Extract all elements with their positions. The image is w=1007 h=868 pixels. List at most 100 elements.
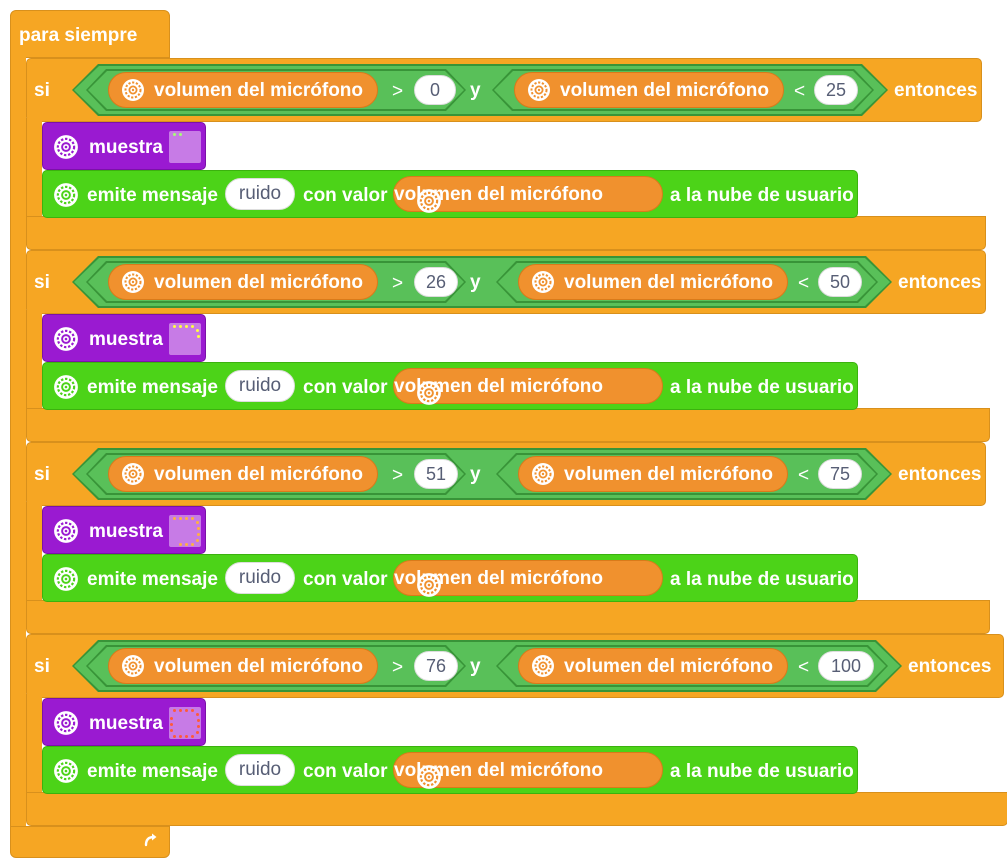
led-dot <box>173 133 176 136</box>
led-dot <box>196 713 199 716</box>
with-value-label: con valor <box>303 761 388 782</box>
sensor-gear-icon <box>121 462 145 486</box>
sensor-gear-icon <box>531 270 555 294</box>
upper-bound-input[interactable]: 25 <box>814 75 858 105</box>
mic-volume-reporter[interactable]: volumen del micrófono <box>514 72 784 108</box>
led-dot <box>185 543 188 546</box>
cloud-gear-icon <box>53 374 79 400</box>
cloud-label: a la nube de usuario <box>670 377 854 398</box>
reporter-label: volumen del micrófono <box>394 375 604 397</box>
then-label: entonces <box>898 272 982 293</box>
mic-volume-reporter[interactable]: volumen del micrófono <box>108 72 378 108</box>
sensor-gear-icon <box>531 462 555 486</box>
reporter-label: volumen del micrófono <box>564 655 774 677</box>
if-label: si <box>34 272 50 293</box>
led-dot <box>173 709 176 712</box>
sensor-gear-icon <box>416 380 442 406</box>
reporter-label: volumen del micrófono <box>394 183 604 205</box>
emit-label: emite mensaje <box>87 185 218 206</box>
mic-volume-reporter[interactable]: volumen del micrófono <box>518 648 788 684</box>
mic-volume-reporter[interactable]: volumen del micrófono <box>393 368 663 406</box>
led-dot <box>196 521 199 524</box>
less-than-operator: < <box>798 273 810 294</box>
sensor-gear-icon <box>121 78 145 102</box>
lower-bound-input[interactable]: 26 <box>414 267 458 297</box>
led-dot <box>191 517 194 520</box>
cloud-gear-icon <box>53 566 79 592</box>
if-label: si <box>34 80 50 101</box>
show-led-matrix-block[interactable]: muestra <box>42 506 206 554</box>
mic-volume-reporter[interactable]: volumen del micrófono <box>108 648 378 684</box>
greater-than-operator: > <box>392 657 404 678</box>
reporter-label: volumen del micrófono <box>154 463 364 485</box>
show-led-matrix-block[interactable]: muestra <box>42 122 206 170</box>
led-matrix-preview[interactable] <box>169 323 201 355</box>
lower-bound-input[interactable]: 76 <box>414 651 458 681</box>
show-label: muestra <box>89 137 163 158</box>
upper-bound-input[interactable]: 50 <box>818 267 862 297</box>
emit-cloud-message-block[interactable]: emite mensaje ruido con valor volumen del m… <box>42 170 858 218</box>
and-label: y <box>470 272 481 293</box>
then-label: entonces <box>908 656 992 677</box>
greater-than-operator: > <box>392 81 404 102</box>
mic-volume-reporter[interactable]: volumen del micrófono <box>108 264 378 300</box>
led-dot <box>179 543 182 546</box>
led-matrix-preview[interactable] <box>169 515 201 547</box>
forever-label: para siempre <box>19 25 138 46</box>
less-than-operator: < <box>794 81 806 102</box>
sensor-gear-icon <box>121 654 145 678</box>
greater-than-operator: > <box>392 273 404 294</box>
led-dot <box>173 517 176 520</box>
led-dot <box>197 335 200 338</box>
mic-volume-reporter[interactable]: volumen del micrófono <box>393 560 663 598</box>
led-matrix-preview[interactable] <box>169 707 201 739</box>
show-led-matrix-block[interactable]: muestra <box>42 314 206 362</box>
lower-bound-input[interactable]: 0 <box>414 75 456 105</box>
mic-volume-reporter[interactable]: volumen del micrófono <box>518 456 788 492</box>
led-dot <box>196 539 199 542</box>
led-dot <box>179 517 182 520</box>
sensor-gear-icon <box>416 572 442 598</box>
if-block-footer <box>26 408 990 442</box>
led-dot <box>196 731 199 734</box>
led-dot <box>173 325 176 328</box>
lower-bound-input[interactable]: 51 <box>414 459 458 489</box>
upper-bound-input[interactable]: 100 <box>818 651 874 681</box>
led-dot <box>170 723 173 726</box>
display-gear-icon <box>53 134 79 160</box>
led-matrix-preview[interactable] <box>169 131 201 163</box>
reporter-label: volumen del micrófono <box>154 79 364 101</box>
sensor-gear-icon <box>527 78 551 102</box>
with-value-label: con valor <box>303 185 388 206</box>
mic-volume-reporter[interactable]: volumen del micrófono <box>108 456 378 492</box>
led-dot <box>191 325 194 328</box>
if-block-footer <box>26 216 986 250</box>
if-block-arm <box>26 502 42 622</box>
sensor-gear-icon <box>531 654 555 678</box>
mic-volume-reporter[interactable]: volumen del micrófono <box>518 264 788 300</box>
forever-block[interactable] <box>10 10 170 58</box>
upper-bound-input[interactable]: 75 <box>818 459 862 489</box>
show-led-matrix-block[interactable]: muestra <box>42 698 206 746</box>
if-block-arm <box>26 118 42 238</box>
if-block-arm <box>26 694 42 814</box>
emit-label: emite mensaje <box>87 569 218 590</box>
show-label: muestra <box>89 713 163 734</box>
mic-volume-reporter[interactable]: volumen del micrófono <box>393 176 663 214</box>
forever-block-arm <box>10 57 26 829</box>
message-name-input[interactable]: ruido <box>225 178 295 210</box>
if-block-arm <box>26 310 42 430</box>
led-dot <box>196 329 199 332</box>
show-label: muestra <box>89 521 163 542</box>
mic-volume-reporter[interactable]: volumen del micrófono <box>393 752 663 790</box>
and-label: y <box>470 80 481 101</box>
message-name-input[interactable]: ruido <box>225 754 295 786</box>
message-name-input[interactable]: ruido <box>225 562 295 594</box>
if-block-footer <box>26 792 1007 826</box>
message-name-input[interactable]: ruido <box>225 370 295 402</box>
with-value-label: con valor <box>303 569 388 590</box>
led-dot <box>173 735 176 738</box>
